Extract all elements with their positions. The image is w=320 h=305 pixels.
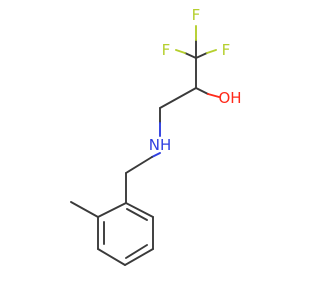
- bond-choh-ch2: [159, 87, 197, 109]
- bond-c-o-carbon: [195, 87, 209, 95]
- fluorine-right-label: F: [222, 41, 231, 59]
- bond-c-o-oxygen: [207, 93, 220, 98]
- hydroxyl-label: OH: [218, 89, 241, 107]
- ring-inner-double-2: [125, 244, 148, 259]
- molecule-structure: F F F OH NH: [70, 6, 242, 266]
- ring-bond-3: [97, 248, 126, 266]
- hydroxyl-group: [195, 87, 220, 98]
- cf3-group: [175, 25, 217, 59]
- ring-bond-1: [97, 202, 127, 218]
- fluorine-top-label: F: [192, 6, 201, 24]
- bond-c-f-right-carbon: [195, 52, 208, 59]
- bond-c-f-right-fluorine: [206, 49, 217, 54]
- structure-canvas: F F F OH NH: [70, 6, 242, 266]
- bond-c-f-left-fluorine: [175, 49, 186, 54]
- bond-n-benzyl-carbon: [125, 156, 153, 174]
- benzene-ring: [97, 202, 154, 266]
- bond-n-benzyl-nitrogen: [151, 152, 161, 158]
- ring-bond-4: [124, 248, 154, 266]
- bond-methyl: [70, 201, 99, 218]
- fluorine-left-label: F: [162, 41, 171, 59]
- bond-c-f-left-carbon: [184, 52, 197, 59]
- ring-inner-double-3: [126, 208, 148, 221]
- ring-bond-6: [125, 202, 154, 218]
- amine-group: [125, 107, 161, 174]
- amine-label: NH: [149, 136, 172, 154]
